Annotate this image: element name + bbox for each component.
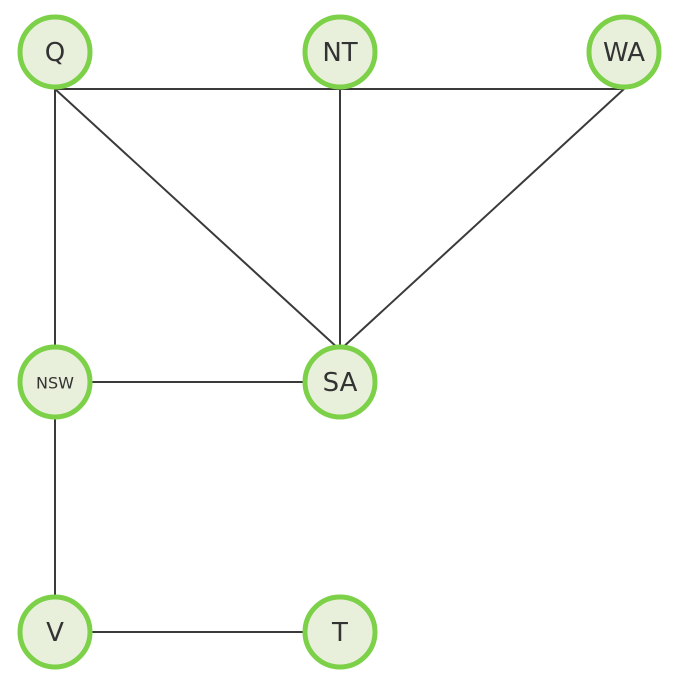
nodes: Q NT WA NSW SA V T <box>17 14 662 670</box>
node-label: SA <box>323 368 358 398</box>
node-nsw: NSW <box>17 344 93 420</box>
node-label: NT <box>322 38 357 68</box>
node-circle <box>586 14 662 90</box>
node-q: Q <box>17 14 93 90</box>
node-label: WA <box>603 38 645 68</box>
node-v: V <box>17 594 93 670</box>
node-t: T <box>302 594 378 670</box>
node-circle <box>17 14 93 90</box>
node-nt: NT <box>302 14 378 90</box>
node-label: NSW <box>36 374 74 393</box>
edge-wa-sa <box>339 88 625 351</box>
node-circle <box>302 594 378 670</box>
node-circle <box>302 344 378 420</box>
node-label: Q <box>45 38 65 68</box>
node-sa: SA <box>302 344 378 420</box>
node-circle <box>302 14 378 90</box>
node-circle <box>17 344 93 420</box>
node-label: T <box>331 618 348 648</box>
node-circle <box>17 594 93 670</box>
edge-q-sa <box>54 88 341 351</box>
node-label: V <box>46 618 64 648</box>
node-wa: WA <box>586 14 662 90</box>
